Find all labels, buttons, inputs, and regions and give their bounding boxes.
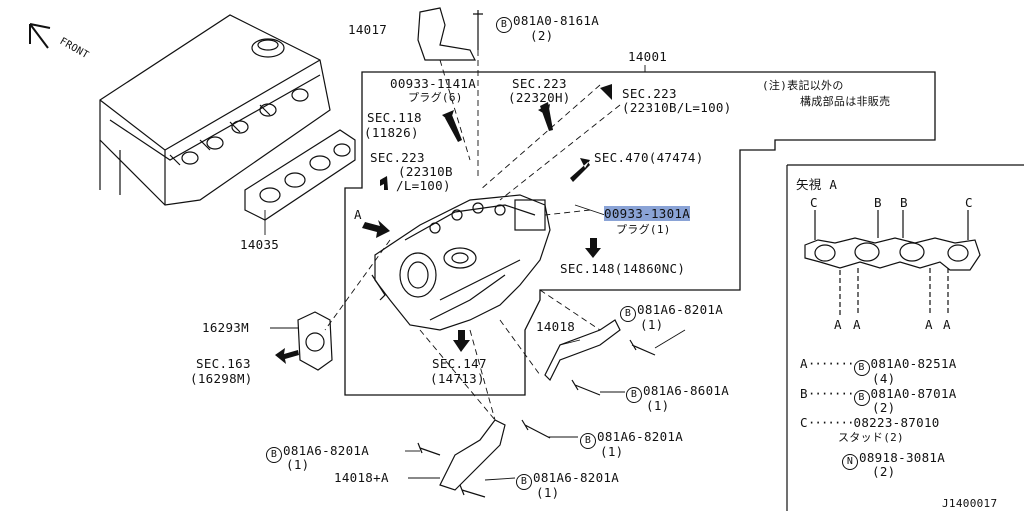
legend-row-a-qty: (4): [872, 371, 896, 386]
sec223-left-label: SEC.223: [370, 150, 425, 165]
sec223-right-sub: (22310B/L=100): [622, 100, 732, 115]
sec163-sub: (16298M): [190, 371, 253, 386]
view-a-letter-a-3: A: [925, 317, 933, 332]
bolt-081a6-8201a-bottom-qty: (1): [536, 485, 560, 500]
view-a-flange-drawing: [804, 210, 981, 315]
diagram-id: J1400017: [942, 497, 998, 510]
sec147-sub: (14713): [430, 371, 485, 386]
sec223-right-label: SEC.223: [622, 86, 677, 101]
view-a-letter-a-2: A: [853, 317, 861, 332]
part-14035-label: 14035: [240, 237, 280, 252]
plug-right-label: 00933-1301A: [604, 206, 691, 221]
b-circle-icon: B: [853, 390, 870, 406]
view-a-letter-a-1: A: [834, 317, 842, 332]
b-circle-icon: B: [620, 306, 636, 322]
b-circle-icon: B: [266, 447, 282, 463]
bolt-drawings: [417, 10, 656, 498]
plug-top-sub: プラグ(6): [408, 91, 463, 104]
view-a-panel-border: [786, 164, 1024, 511]
sec223-mid-sub: (22320H): [508, 90, 571, 105]
b-circle-icon: B: [853, 360, 870, 376]
part-16293m-label: 16293M: [202, 320, 249, 335]
note-line-1: (注)表記以外の: [762, 79, 844, 92]
plug-right-sub: プラグ(1): [616, 223, 671, 236]
sec223-mid-label: SEC.223: [512, 76, 567, 91]
cylinder-head-drawing: [99, 14, 331, 206]
sec147-label: SEC.147: [432, 356, 487, 371]
legend-row-b-qty: (2): [872, 400, 896, 415]
view-a-letter-b-left: B: [874, 195, 882, 210]
view-a-letter-c-right: C: [965, 195, 973, 210]
b-circle-icon: B: [580, 433, 596, 449]
n-circle-icon: N: [842, 454, 858, 470]
sec223-left-sub1: (22310B: [398, 164, 453, 179]
part-14018-label: 14018: [536, 319, 576, 334]
bolt-081a6-8601a-qty: (1): [646, 398, 670, 413]
legend-row-n-qty: (2): [872, 464, 896, 479]
bolt-081a6-8201a-left-qty: (1): [286, 457, 310, 472]
intake-manifold-drawing: [371, 194, 551, 331]
direction-arrows: [275, 84, 612, 364]
bracket-14018-drawing: [544, 319, 621, 382]
legend-row-c-qty: スタッド(2): [838, 431, 904, 444]
bolt-081a6-8201a-upper-qty: (1): [640, 317, 664, 332]
b-circle-icon: B: [496, 17, 512, 33]
view-a-letter-b-right: B: [900, 195, 908, 210]
bracket-14018a-drawing: [439, 419, 506, 491]
egr-gasket-drawing: [297, 311, 333, 371]
b-circle-icon: B: [516, 474, 532, 490]
sec118-sub: (11826): [364, 125, 419, 140]
view-a-letter-a-4: A: [943, 317, 951, 332]
front-arrow-icon: [29, 23, 51, 49]
bolt-081a0-8161a-qty: (2): [530, 28, 554, 43]
sec148-label: SEC.148(14860NC): [560, 261, 686, 276]
plug-top-label: 00933-1141A: [390, 76, 477, 91]
gasket-drawing: [244, 129, 356, 221]
letter-a-marker: A: [354, 207, 362, 222]
sec470-label: SEC.470(47474): [594, 150, 704, 165]
view-a-title: 矢視 A: [796, 177, 838, 192]
sec118-label: SEC.118: [367, 110, 422, 125]
bracket-14017-drawing: [417, 7, 476, 61]
note-line-2: 構成部品は非販売: [800, 95, 891, 108]
sec223-left-sub2: /L=100): [396, 178, 451, 193]
part-14001-label: 14001: [628, 49, 668, 64]
part-14018a-label: 14018+A: [334, 470, 389, 485]
part-14017-label: 14017: [348, 22, 388, 37]
legend-row-c: C·······08223-87010: [800, 415, 940, 430]
view-a-letter-c-left: C: [810, 195, 818, 210]
bolt-081a6-8201a-mid-qty: (1): [600, 444, 624, 459]
b-circle-icon: B: [626, 387, 642, 403]
sec163-label: SEC.163: [196, 356, 251, 371]
